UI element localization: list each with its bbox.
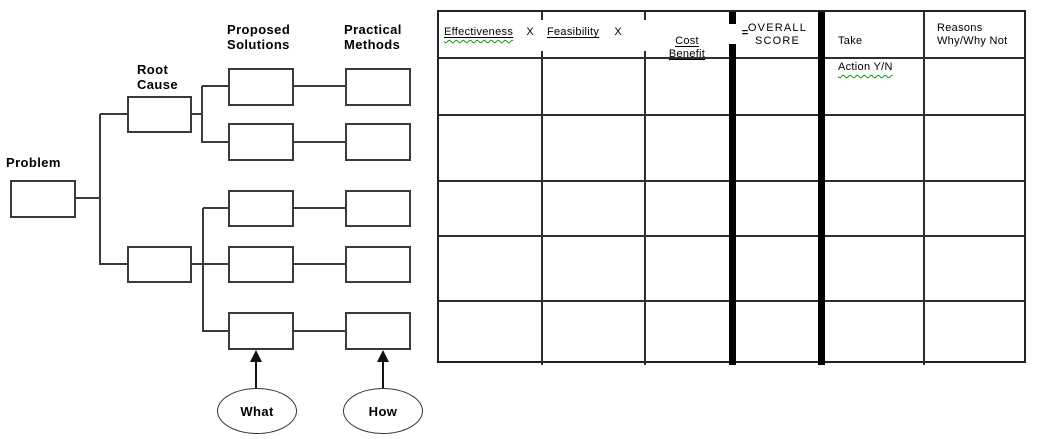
column-header-effectiveness: Effectiveness X xyxy=(444,26,538,39)
problem-node-box xyxy=(10,180,76,218)
column-header-feasibility: Feasibility X xyxy=(547,26,641,39)
root-cause-node-box xyxy=(127,96,192,133)
root-cause-node-box xyxy=(127,246,192,283)
problem-label: Problem xyxy=(6,155,61,170)
take-action-line2: Action Y/N xyxy=(838,61,893,73)
proposed-solution-node-box xyxy=(228,190,294,227)
column-header-cost-benefit: Cost Benefit xyxy=(647,22,727,61)
proposed-solution-node-box xyxy=(228,246,294,283)
cost-benefit-header-text: Cost Benefit xyxy=(668,35,706,60)
column-separator-tick xyxy=(644,12,646,20)
column-separator-tick xyxy=(541,12,543,20)
proposed-solution-node-box xyxy=(228,68,294,106)
column-header-reasons: Reasons Why/Why Not xyxy=(937,22,1008,47)
score-divider-bar xyxy=(729,12,736,365)
practical-methods-label: Practical Methods xyxy=(344,22,402,52)
divider-bar-gap xyxy=(727,24,738,44)
table-row xyxy=(441,116,1026,180)
practical-method-node-box xyxy=(345,123,411,161)
table-row xyxy=(441,237,1026,300)
what-label: What xyxy=(240,403,274,419)
practical-method-node-box xyxy=(345,246,411,283)
practical-method-node-box xyxy=(345,190,411,227)
multiply-operator: X xyxy=(526,26,534,38)
what-arrow xyxy=(250,350,262,388)
feasibility-header-text: Feasibility xyxy=(547,26,600,38)
effectiveness-header-text: Effectiveness xyxy=(444,26,514,38)
proposed-solutions-label: Proposed Solutions xyxy=(227,22,291,52)
table-row xyxy=(441,302,1026,363)
root-cause-label: Root Cause xyxy=(137,62,179,92)
how-label: How xyxy=(368,403,398,419)
column-separator-line xyxy=(541,59,543,365)
table-row xyxy=(441,182,1026,235)
column-separator-tick xyxy=(541,51,543,59)
take-action-line1: Take xyxy=(838,35,863,47)
column-separator-tick xyxy=(644,51,646,59)
evaluation-table: Effectiveness X Feasibility X Cost Benef… xyxy=(437,10,1026,365)
column-separator-line xyxy=(644,59,646,365)
table-row xyxy=(441,59,1026,114)
proposed-solution-node-box xyxy=(228,123,294,161)
column-separator-line xyxy=(923,12,925,365)
action-divider-bar xyxy=(818,12,825,365)
how-arrow xyxy=(377,350,389,388)
what-ellipse: What xyxy=(217,388,297,434)
equals-operator: = xyxy=(741,27,749,39)
proposed-solution-node-box xyxy=(228,312,294,350)
practical-method-node-box xyxy=(345,312,411,350)
practical-method-node-box xyxy=(345,68,411,106)
column-header-take-action: Take Action Y/N xyxy=(838,22,922,74)
multiply-operator: X xyxy=(614,26,622,38)
how-ellipse: How xyxy=(343,388,423,434)
column-header-overall-score: OVERALL SCORE xyxy=(747,22,808,47)
